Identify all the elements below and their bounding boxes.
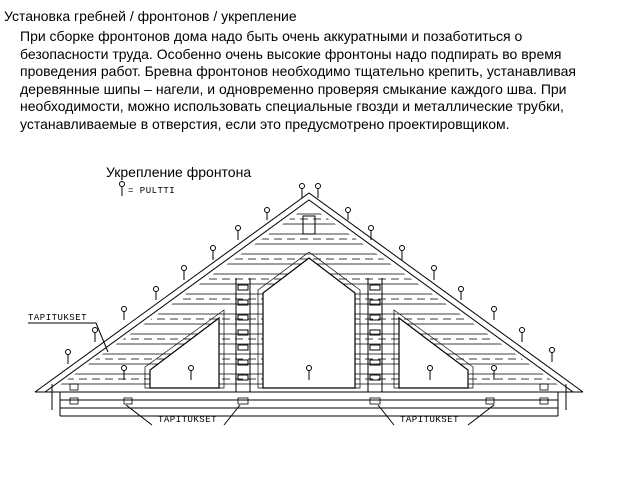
gable-reinforcement-drawing: = PULTTI TAPITUKSET TAPITUKSET TAPITUKSE… <box>28 181 584 426</box>
callout-left-top: TAPITUKSET <box>28 313 87 323</box>
post-right <box>367 278 383 392</box>
callout-bottom-right: TAPITUKSET <box>400 415 459 425</box>
instruction-paragraph: При сборке фронтонов дома надо быть очен… <box>20 28 576 132</box>
legend-label: = PULTTI <box>128 186 175 196</box>
wall-dowels <box>69 383 549 405</box>
section-heading: Установка гребней / фронтонов / укреплен… <box>4 8 297 24</box>
leader-lines <box>28 322 495 426</box>
figure-title: Укрепление фронтона <box>106 164 252 180</box>
legend-pin-icon <box>119 181 125 196</box>
post-left <box>235 278 251 392</box>
callout-bottom-left: TAPITUKSET <box>158 415 217 425</box>
pin-markers <box>65 183 555 380</box>
top-post <box>302 215 316 235</box>
window-openings <box>149 257 469 389</box>
wall-logs <box>35 384 583 417</box>
